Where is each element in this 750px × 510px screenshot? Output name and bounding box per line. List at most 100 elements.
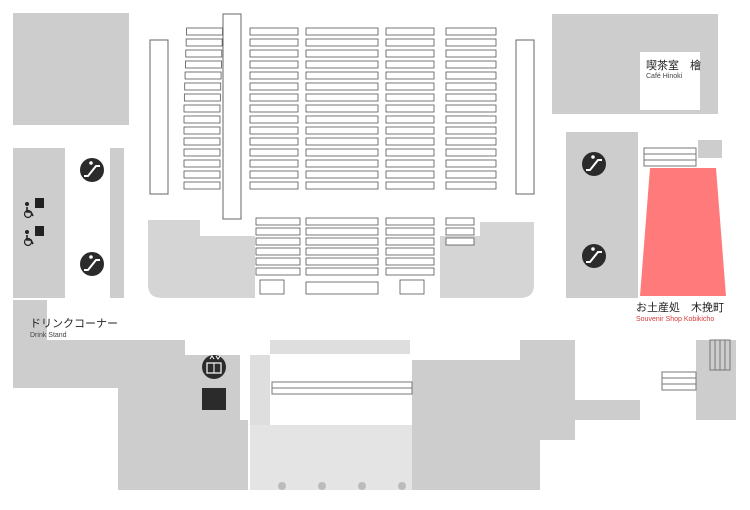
seat-row — [385, 27, 435, 36]
seat-row — [255, 257, 301, 266]
seat-row — [183, 148, 221, 157]
seat-row — [305, 281, 379, 295]
seat-row — [385, 93, 435, 102]
seat-row — [445, 104, 497, 113]
seat-row — [305, 82, 379, 91]
seat-row — [305, 237, 379, 246]
cafe-label-ja: 喫茶室 檜 — [646, 59, 701, 72]
seat-row — [183, 93, 221, 102]
seat-row — [305, 71, 379, 80]
auditorium — [148, 220, 534, 298]
seat-row — [185, 38, 223, 47]
seat-row — [259, 279, 285, 295]
seat-row — [249, 60, 299, 69]
seat-row — [445, 148, 497, 157]
cafe-label-en: Café Hinoki — [646, 73, 683, 80]
stair-stripes — [271, 147, 731, 395]
seat-row — [249, 38, 299, 47]
seat-row — [445, 227, 475, 236]
seat-row — [385, 49, 435, 58]
seat-row — [305, 267, 379, 276]
seat-row — [385, 148, 435, 157]
seat-row — [385, 38, 435, 47]
seat-row — [305, 257, 379, 266]
seat-row — [185, 49, 223, 58]
seat-row — [385, 159, 435, 168]
seat-row — [385, 126, 435, 135]
elevator-shaft — [202, 388, 226, 410]
seat-row — [249, 126, 299, 135]
aisle-bars — [149, 13, 535, 220]
seat-row — [249, 181, 299, 190]
seat-row — [445, 159, 497, 168]
seat-row — [305, 126, 379, 135]
seat-row — [305, 60, 379, 69]
seat-row — [305, 148, 379, 157]
seat-row — [445, 181, 497, 190]
seat-row — [385, 170, 435, 179]
seat-row — [305, 159, 379, 168]
seat-row — [249, 27, 299, 36]
seat-row — [185, 60, 222, 69]
seat-row — [445, 137, 497, 146]
seat-row — [183, 137, 221, 146]
seat-row — [249, 71, 299, 80]
seat-row — [445, 60, 497, 69]
seat-row — [305, 137, 379, 146]
seat-row — [255, 217, 301, 226]
seat-row — [305, 181, 379, 190]
seat-row — [249, 159, 299, 168]
seat-row — [385, 247, 435, 256]
escalator-icon[interactable] — [582, 152, 606, 176]
escalator-icon[interactable] — [80, 158, 104, 182]
seat-row — [305, 115, 379, 124]
seat-row — [184, 82, 222, 91]
seat-row — [445, 93, 497, 102]
seat-row — [186, 27, 223, 36]
seat-row — [249, 148, 299, 157]
seat-row — [249, 137, 299, 146]
seat-row — [305, 247, 379, 256]
seat-row — [255, 247, 301, 256]
wheelchair-toilet-icon[interactable] — [23, 226, 45, 247]
seat-row — [385, 217, 435, 226]
seat-row — [305, 27, 379, 36]
seat-row — [445, 170, 497, 179]
seating-area — [183, 27, 497, 295]
seat-row — [255, 267, 301, 276]
drink-stand-label-en: Drink Stand — [30, 332, 67, 339]
seat-row — [445, 38, 497, 47]
souvenir-label-en: Souvenir Shop Kobikicho — [636, 316, 715, 323]
seat-row — [445, 217, 475, 226]
wheelchair-toilet-icon[interactable] — [23, 198, 45, 219]
seat-row — [445, 126, 497, 135]
seat-row — [385, 257, 435, 266]
souvenir-label-ja: お土産処 木挽町 — [636, 301, 724, 314]
seat-row — [385, 71, 435, 80]
seat-row — [385, 115, 435, 124]
seat-row — [183, 115, 221, 124]
seat-row — [445, 82, 497, 91]
seat-row — [385, 82, 435, 91]
seat-row — [399, 279, 425, 295]
seat-row — [249, 82, 299, 91]
souvenir-shop-highlight[interactable] — [640, 168, 726, 296]
seat-row — [183, 104, 221, 113]
seat-row — [445, 49, 497, 58]
elevator-icon[interactable] — [202, 355, 226, 379]
seat-row — [249, 115, 299, 124]
seat-row — [249, 170, 299, 179]
seat-row — [249, 104, 299, 113]
seat-row — [255, 227, 301, 236]
escalator-icon[interactable] — [582, 244, 606, 268]
seat-row — [183, 159, 221, 168]
seat-row — [385, 227, 435, 236]
seat-row — [385, 237, 435, 246]
escalator-icon[interactable] — [80, 252, 104, 276]
entrance-pillars — [278, 482, 406, 490]
seat-row — [445, 237, 475, 246]
seat-row — [385, 181, 435, 190]
seat-row — [249, 93, 299, 102]
